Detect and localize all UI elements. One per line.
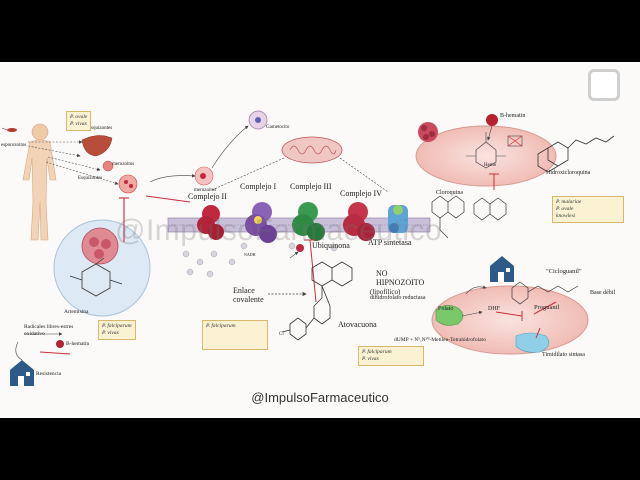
complex-iii-protein bbox=[292, 202, 325, 241]
artemisinin-inhibit-lines bbox=[119, 195, 191, 242]
label-timidilato: Timidilato sintasa bbox=[542, 352, 585, 358]
label-folato: Folato bbox=[438, 306, 454, 312]
bhematin-dot bbox=[56, 340, 64, 348]
complex-i-protein bbox=[245, 202, 277, 243]
watermark-text: @ImpulsoFarmaceutico bbox=[115, 214, 443, 247]
body-arrows bbox=[27, 140, 119, 185]
label-enlace-covalente: Enlace covalente bbox=[233, 286, 264, 304]
label-artemisina: Artemisina bbox=[64, 309, 89, 315]
svg-text:Cl: Cl bbox=[279, 332, 284, 337]
label-cloroquina: Cloroquina bbox=[436, 190, 463, 196]
label-esquizontes: Esquizontes bbox=[88, 126, 113, 131]
atovaquone-structure bbox=[281, 261, 353, 341]
artemisinin-cell bbox=[53, 219, 151, 317]
label-atp-sintetasa: ATP sintetasa bbox=[368, 238, 412, 247]
ubiquinone-dot bbox=[296, 244, 304, 252]
mosquito-icon bbox=[1, 127, 17, 132]
label-bhematin-right: B-hematin bbox=[500, 113, 526, 119]
house-icon-right bbox=[490, 256, 514, 282]
label-base-debil: Base débil bbox=[590, 290, 616, 296]
label-gametocito: Gametocito bbox=[266, 125, 290, 130]
label-nadh: NADH bbox=[244, 252, 256, 257]
label-merozoitos-small: merozoitos bbox=[112, 162, 135, 167]
diagram-panel: Cl bbox=[0, 62, 640, 418]
label-esporozoitos: esporozoitos bbox=[1, 143, 27, 148]
folate-pathway-cell bbox=[431, 285, 589, 355]
note-falciparum-center: P. falciparum bbox=[202, 320, 268, 350]
label-dhfr: dihidrofolato reductasa bbox=[370, 295, 426, 301]
label-resistencia: Resistencia bbox=[36, 371, 62, 377]
label-hemo: Hemo bbox=[484, 163, 497, 168]
human-body-icon bbox=[22, 123, 57, 241]
complex-iv-protein bbox=[343, 202, 375, 241]
label-no-hipnozoito: NO HIPNOZOITO bbox=[376, 269, 425, 287]
label-dhf: DHF bbox=[488, 306, 501, 312]
footer-credit: @ImpulsoFarmaceutico bbox=[251, 390, 389, 405]
label-complejo-ii: Complejo II bbox=[188, 192, 227, 201]
label-esquizontes-int: Esquizontes bbox=[78, 176, 103, 181]
rbc-heme-cell bbox=[415, 114, 557, 187]
label-radicales: Radicales libres-estres oxidativo bbox=[24, 324, 74, 337]
stop-button-icon[interactable] bbox=[588, 69, 620, 101]
mitochondrion-icon bbox=[281, 136, 343, 164]
complex-ii-protein bbox=[197, 205, 224, 240]
label-hidroxicloroquina: Hidroxicloroquina bbox=[546, 170, 591, 176]
diagram-graphics: Cl bbox=[1, 110, 615, 386]
liver-icon bbox=[81, 135, 113, 157]
label-proguanil: Proguanil bbox=[534, 304, 560, 311]
hydroxychloroquine-structure bbox=[537, 135, 615, 173]
house-icon-left bbox=[10, 360, 34, 386]
proguanil-structure bbox=[511, 281, 579, 305]
label-complejo-iv: Complejo IV bbox=[340, 189, 382, 198]
label-lipofilico: (lipofílico) bbox=[370, 288, 401, 296]
atp-synthase-protein bbox=[388, 205, 408, 233]
schizont-cell bbox=[118, 174, 138, 194]
label-atovacuona: Atovacuona bbox=[338, 320, 377, 329]
label-ubiquinona: Ubiquinona bbox=[312, 241, 350, 250]
chloroquine-structure bbox=[431, 195, 507, 239]
label-cicloguanil: "Cicloguanil" bbox=[546, 268, 582, 275]
proton-dots bbox=[182, 242, 338, 278]
label-complejo-i: Complejo I bbox=[240, 182, 277, 191]
label-merozoitos: merozoitos bbox=[194, 188, 217, 193]
label-complejo-iii: Complejo III bbox=[290, 182, 332, 191]
label-bhematin-left: B-hematin bbox=[66, 341, 90, 347]
label-dump: dUMP + N⁵,N¹⁰-Metilen-Tetrahidrofolato bbox=[394, 337, 486, 343]
merozoite-cell bbox=[102, 160, 114, 172]
